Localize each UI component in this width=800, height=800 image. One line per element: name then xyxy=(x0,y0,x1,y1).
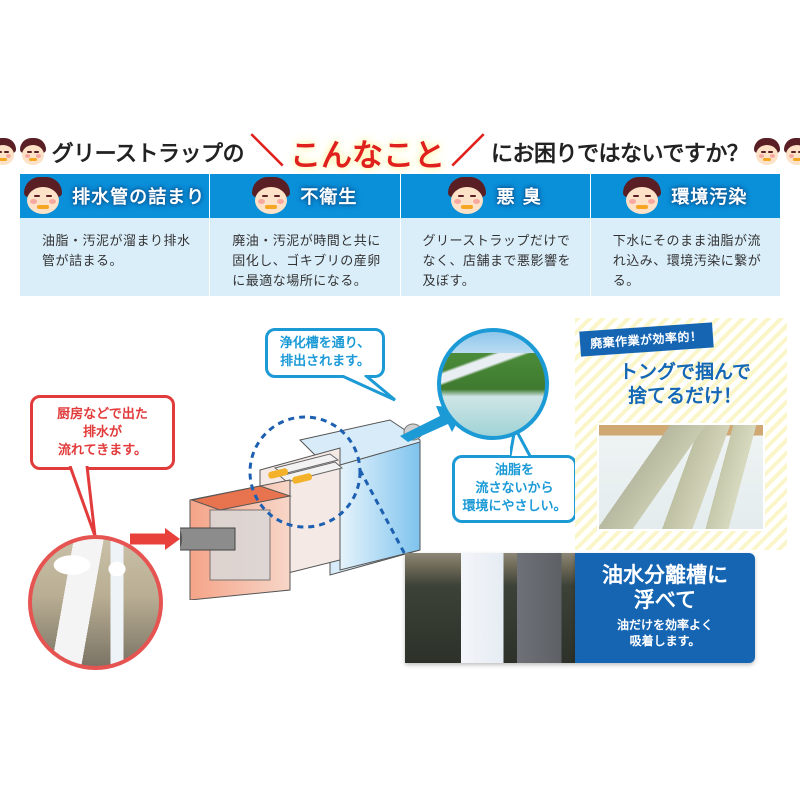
problem-description: 下水にそのまま油脂が流れ込み、環境汚染に繋がる。 xyxy=(590,218,780,296)
mountain-river-photo xyxy=(437,328,549,440)
problem-column: 悪 臭 グリーストラップだけでなく、店舗まで悪影響を及ぼす。 xyxy=(400,174,591,296)
kitchen-bubble-text: 厨房などで出た 排水が 流れてきます。 xyxy=(57,406,148,458)
problem-description: 廃油・汚泥が時間と共に固化し、ゴキブリの産卵に最適な場所になる。 xyxy=(210,218,400,296)
problem-title: 環境汚染 xyxy=(671,187,748,208)
headline-suffix: にお困りではないですか？ xyxy=(491,142,749,167)
smelly-kid-face-icon xyxy=(448,177,487,215)
kitchen-speech-bubble: 厨房などで出た 排水が 流れてきます。 xyxy=(30,395,175,470)
problem-column: 環境汚染 下水にそのまま油脂が流れ込み、環境汚染に繋がる。 xyxy=(590,174,780,296)
problem-column: 排水管の詰まり 油脂・汚泥が溜まり排水管が詰まる。 xyxy=(20,174,211,296)
disgusted-kid-face-icon xyxy=(252,177,291,215)
problem-header: 環境汚染 xyxy=(590,174,780,218)
inflow-arrow xyxy=(130,528,180,550)
trap-info-panel: 油水分離槽に 浮べて 油だけを効率よく 吸着します。 xyxy=(575,553,755,663)
problem-header: 不衛生 xyxy=(210,174,400,218)
purify-bubble-tail xyxy=(340,375,396,402)
purify-bubble-text: 浄化槽を通り、 排出されます。 xyxy=(279,336,371,369)
tip-title: トングで掴んで 捨てるだけ！ xyxy=(618,361,752,407)
headline-emphasis: こんなこと xyxy=(290,137,446,174)
headline-prefix: グリーストラップの xyxy=(51,142,245,167)
trap-title: 油水分離槽に 浮べて xyxy=(602,563,728,612)
problem-title: 悪 臭 xyxy=(496,187,542,208)
problem-header: 悪 臭 xyxy=(400,174,590,218)
problem-title: 排水管の詰まり xyxy=(72,187,206,208)
headline-slash-right: ／ xyxy=(451,132,486,172)
eco-speech-bubble: 油脂を 流さないから 環境にやさしい。 xyxy=(452,455,577,523)
worried-kid-face-icon xyxy=(784,138,800,166)
problem-column: 不衛生 廃油・汚泥が時間と共に固化し、ゴキブリの産卵に最適な場所になる。 xyxy=(210,174,401,296)
crying-kid-face-icon xyxy=(623,177,662,215)
purify-speech-bubble: 浄化槽を通り、 排出されます。 xyxy=(265,328,385,378)
trap-subtitle: 油だけを効率よく 吸着します。 xyxy=(616,618,713,648)
problem-description: グリーストラップだけでなく、店舗まで悪影響を及ぼす。 xyxy=(400,218,590,296)
problems-table: 排水管の詰まり 油脂・汚泥が溜まり排水管が詰まる。 不衛生 廃油・汚泥が時間と共… xyxy=(20,174,780,296)
problem-description: 油脂・汚泥が溜まり排水管が詰まる。 xyxy=(20,218,210,296)
problem-title: 不衛生 xyxy=(300,187,358,208)
kitchen-chefs-photo xyxy=(28,535,163,670)
worried-kid-face-icon xyxy=(19,138,46,166)
kitchen-bubble-tail xyxy=(68,466,97,537)
sweating-kid-face-icon xyxy=(24,177,63,215)
worried-kid-face-icon xyxy=(0,138,16,166)
problem-header: 排水管の詰まり xyxy=(20,174,210,218)
headline: グリーストラップの ＼ こんなこと ／ にお困りではないですか？ xyxy=(0,130,800,174)
tongs-grease-sheet-photo xyxy=(597,423,765,531)
worried-kid-face-icon xyxy=(754,138,781,166)
headline-slash-left: ＼ xyxy=(250,132,285,172)
grease-trap-sheet-photo xyxy=(405,553,575,663)
eco-bubble-text: 油脂を 流さないから 環境にやさしい。 xyxy=(462,463,567,514)
